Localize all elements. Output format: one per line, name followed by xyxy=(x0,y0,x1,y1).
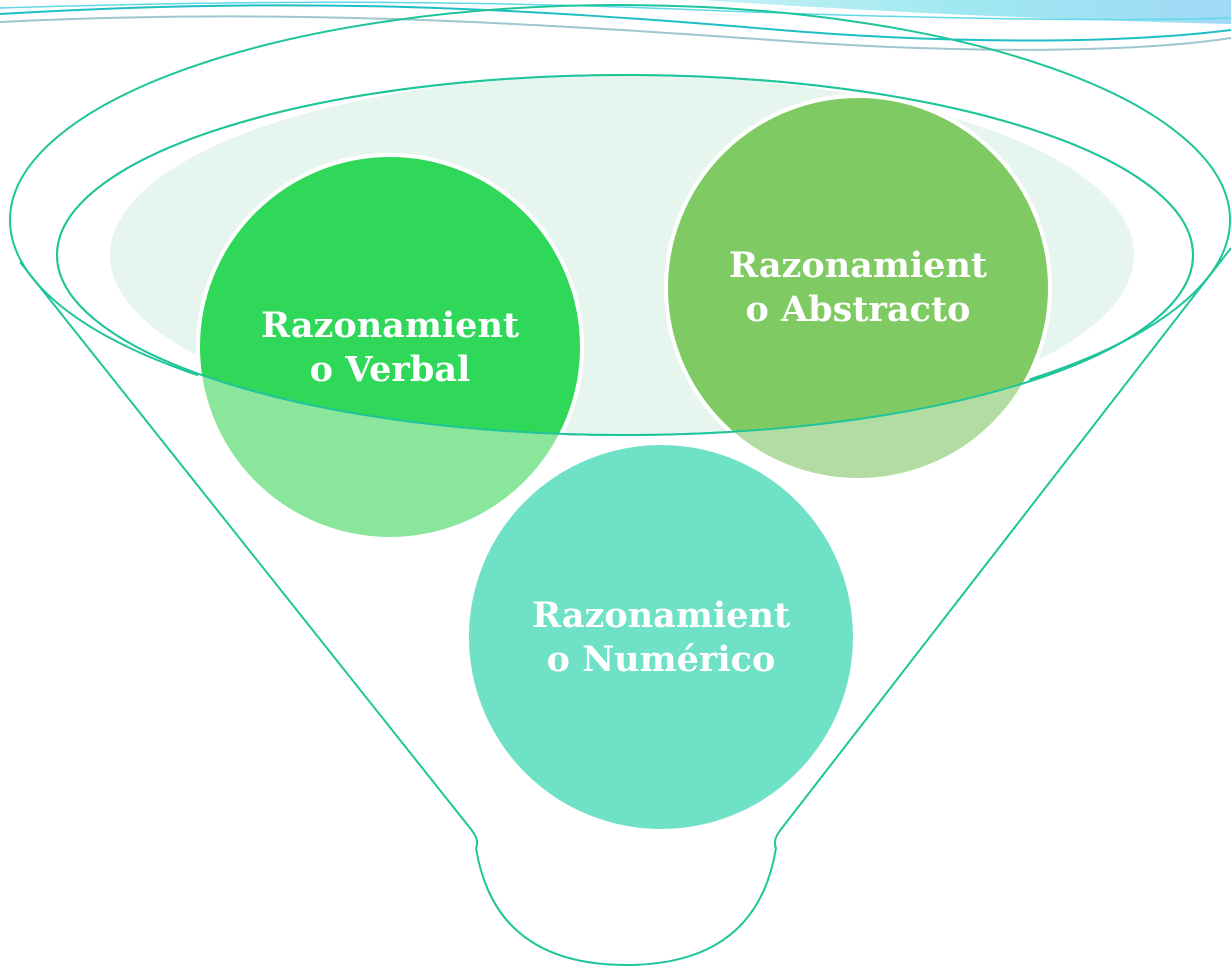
circle-upper-halves xyxy=(196,94,1052,435)
top-wave-decoration xyxy=(0,0,1231,51)
circle-numerico xyxy=(465,441,857,833)
circle-label-verbal: Razonamient o Verbal xyxy=(260,305,520,390)
circle-label-abstracto: Razonamient o Abstracto xyxy=(728,245,988,330)
circle-label-numerico: Razonamient o Numérico xyxy=(531,595,791,680)
